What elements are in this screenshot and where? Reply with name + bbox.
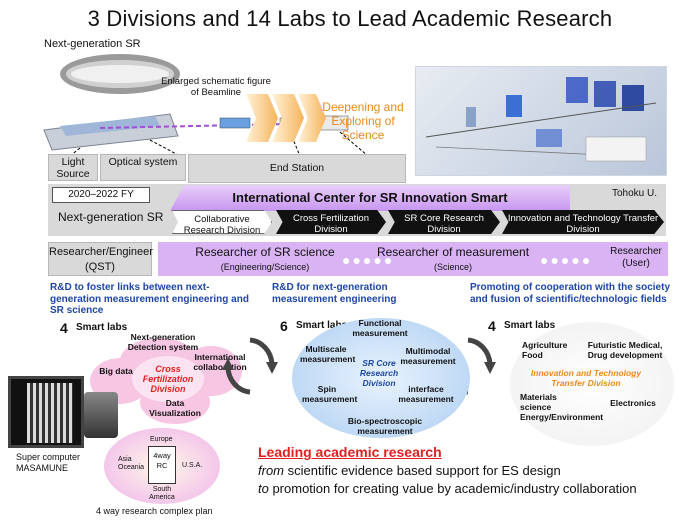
researcher-measurement: Researcher of measurement (376, 245, 530, 259)
supercomputer-caption: Super computer MASAMUNE (16, 452, 81, 473)
dots-1: ●●●●● (342, 252, 395, 268)
innovation-technology-transfer-division: Innovation and Technology Transfer Divis… (502, 210, 664, 234)
middle-node-spin: Spin measurement (302, 384, 358, 404)
right-heading: Promoting of cooperation with the societ… (470, 282, 671, 305)
collaborative-research-division: Collaborative Research Division (172, 210, 272, 234)
right-smart-num: 4 (488, 318, 496, 334)
middle-smart-label: Smart labs (296, 320, 348, 331)
middle-smart-num: 6 (280, 318, 288, 334)
left-center-bubble (132, 356, 204, 402)
storage-ring-icon (60, 54, 180, 94)
cycle-arrow-left-icon (222, 337, 278, 395)
left-smart-num: 4 (60, 320, 68, 336)
middle-node-biospectroscopic: Bio-spectroscopic measurement (347, 416, 423, 436)
light-source-segment: Light Source (48, 154, 98, 181)
right-node-materials: Materials science Energy/Environment (520, 392, 604, 422)
middle-heading: R&D for next-generation measurement engi… (272, 282, 397, 305)
right-cluster-bg (510, 322, 674, 446)
researcher-sr-science: Researcher of SR science (195, 245, 335, 259)
from-rest: scientific evidence based support for ES… (284, 463, 561, 478)
way-plan-caption: 4 way research complex plan (96, 506, 213, 516)
cross-fertilization-division: Cross Fertilization Division (276, 210, 386, 234)
end-station-photo (415, 66, 667, 176)
researcher-qst: Researcher/Engineer (QST) (48, 242, 153, 276)
left-node-international: International collaboration (193, 352, 247, 372)
way-rc-box: 4way RC (148, 446, 176, 484)
researcher-user: Researcher (User) (610, 246, 662, 269)
region-usa: U.S.A. (182, 462, 203, 469)
dots-2: ●●●●● (540, 252, 593, 268)
region-asia: Asia Oceania (118, 456, 145, 471)
optical-system-segment: Optical system (100, 154, 186, 181)
researchers-band (158, 242, 668, 276)
left-center-label: Cross Fertilization Division (142, 364, 194, 394)
left-node-detection: Next-generation Detection system (127, 332, 199, 352)
tohoku-label: Tohoku U. (612, 188, 658, 199)
middle-cluster-bg (292, 318, 470, 438)
left-heading: R&D to foster links between next-generat… (50, 282, 249, 316)
deepening-text: Deepening and Exploring of Science (322, 100, 404, 142)
leading-heading: Leading academic research (258, 444, 442, 460)
middle-node-interface: interface measurement (398, 384, 454, 404)
middle-node-multimodal: Multimodal measurement (400, 346, 456, 366)
center-banner (170, 185, 570, 211)
fy-box: 2020–2022 FY (52, 187, 150, 203)
bottom-from-line: from scientific evidence based support f… (258, 463, 678, 478)
next-gen-sr-label: Next-generation SR (44, 38, 141, 50)
region-south-america: South America (149, 486, 175, 501)
bottom-to-line: to promotion for creating value by acade… (258, 481, 678, 497)
to-word: to (258, 481, 269, 496)
center-banner-title: International Center for SR Innovation S… (232, 190, 508, 205)
right-center-label: Innovation and Technology Transfer Divis… (530, 368, 642, 388)
middle-node-multiscale: Multiscale measurement (300, 344, 356, 364)
left-node-bigdata: Big data (99, 366, 133, 376)
left-node-visualization: Data Visualization (149, 398, 201, 418)
enlarged-caption: Enlarged schematic figure of Beamline (161, 76, 271, 98)
researcher-sr-science-sub: (Engineering/Science) (220, 262, 310, 272)
right-node-agriculture: Agriculture Food (522, 340, 568, 360)
deepening-arrows-icon (246, 94, 326, 142)
region-europe: Europe (150, 436, 173, 443)
supercomputer-photo (8, 376, 84, 448)
researcher-measurement-sub: (Science) (433, 262, 472, 272)
right-node-medical: Futuristic Medical, Drug development (587, 340, 663, 360)
middle-center-label: SR Core Research Division (359, 358, 399, 388)
to-rest: promotion for creating value by academic… (268, 481, 637, 496)
people-silhouette (84, 392, 118, 438)
right-smart-label: Smart labs (504, 320, 556, 331)
left-smart-label: Smart labs (76, 322, 128, 333)
end-station-segment: End Station (188, 154, 406, 183)
middle-node-functional: Functional measurement (352, 318, 408, 338)
next-gen-sr-band-label: Next-generation SR (58, 210, 164, 224)
from-word: from (258, 463, 284, 478)
page-title: 3 Divisions and 14 Labs to Lead Academic… (87, 6, 613, 31)
right-node-electronics: Electronics (610, 398, 656, 408)
sr-core-research-division: SR Core Research Division (388, 210, 500, 234)
